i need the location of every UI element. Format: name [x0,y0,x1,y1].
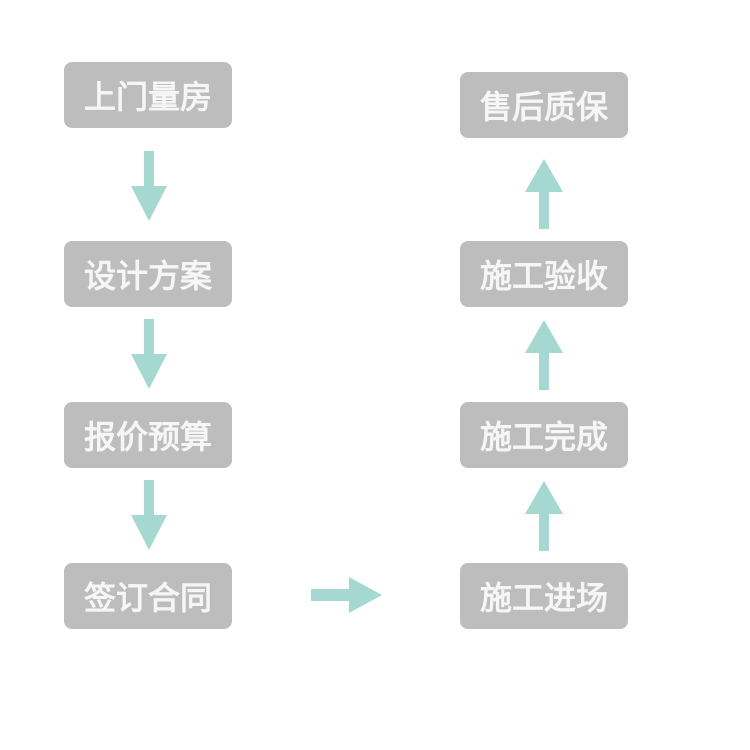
step-box-quotation-budget: 报价预算 [64,402,232,468]
step-label: 施工验收 [479,257,608,295]
arrow-up-acceptance-to-warranty [525,159,563,229]
arrow-up-complete-to-acceptance [525,320,563,390]
step-label: 上门量房 [83,78,212,116]
step-box-construction-complete: 施工完成 [460,402,628,468]
arrow-right-contract-to-start [311,577,382,613]
step-box-design-plan: 设计方案 [64,241,232,307]
step-box-after-sales-warranty: 售后质保 [460,72,628,138]
step-label: 售后质保 [479,88,608,126]
arrow-up-start-to-complete [525,481,563,551]
arrow-down-measure-to-design [131,151,167,221]
step-label: 设计方案 [83,257,212,295]
step-label: 施工进场 [479,579,608,617]
step-box-construction-acceptance: 施工验收 [460,241,628,307]
step-box-sign-contract: 签订合同 [64,563,232,629]
step-box-measure-house: 上门量房 [64,62,232,128]
step-label: 签订合同 [83,579,212,617]
arrow-down-design-to-quote [131,319,167,389]
step-label: 报价预算 [83,418,212,456]
arrow-down-quote-to-contract [131,480,167,550]
step-label: 施工完成 [479,418,608,456]
step-box-construction-start: 施工进场 [460,563,628,629]
